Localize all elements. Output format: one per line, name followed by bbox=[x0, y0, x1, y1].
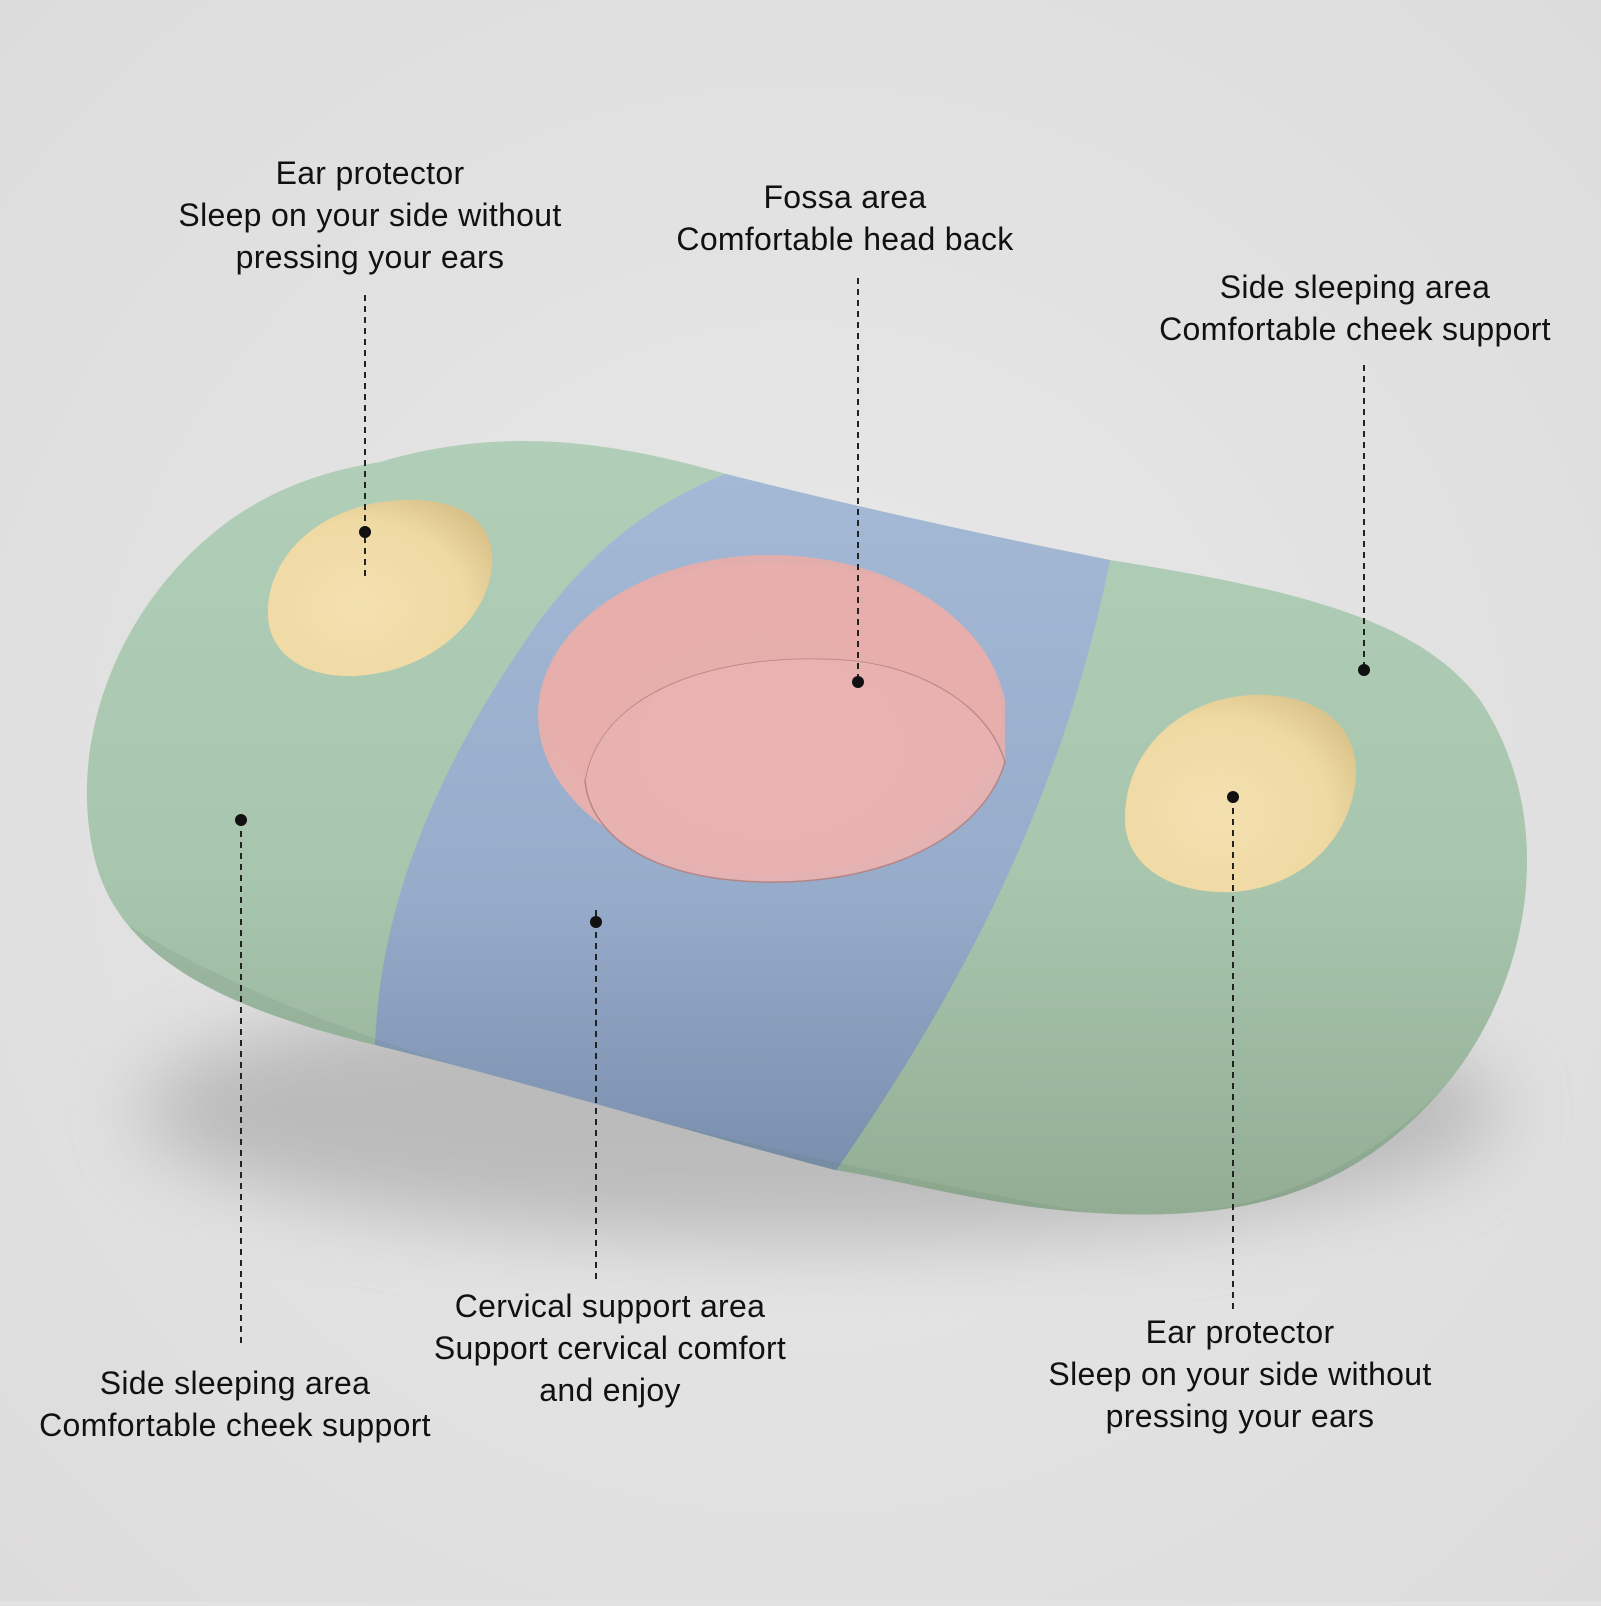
callout-line: Comfortable cheek support bbox=[39, 1407, 431, 1443]
callout-line: pressing your ears bbox=[1105, 1398, 1375, 1434]
ear-protector-left bbox=[267, 500, 493, 677]
callout-dots bbox=[235, 526, 1370, 928]
callout-title: Ear protector bbox=[1145, 1314, 1335, 1350]
callout-line: Comfortable head back bbox=[676, 221, 1014, 257]
leader-lines bbox=[240, 278, 1365, 1345]
callout-title: Side sleeping area bbox=[1219, 269, 1491, 305]
callout-line: Sleep on your side without bbox=[1048, 1356, 1432, 1392]
callout-title: Ear protector bbox=[275, 155, 465, 191]
callout-side-sleeping-right: Side sleeping area Comfortable cheek sup… bbox=[1120, 266, 1590, 350]
callout-title: Side sleeping area bbox=[99, 1365, 371, 1401]
callout-ear-protector-right: Ear protector Sleep on your side without… bbox=[1020, 1311, 1460, 1437]
fossa-zone bbox=[538, 555, 1006, 883]
callout-side-sleeping-left: Side sleeping area Comfortable cheek sup… bbox=[10, 1362, 460, 1446]
callout-line: and enjoy bbox=[539, 1372, 681, 1408]
dot-side-right bbox=[1358, 664, 1370, 676]
callout-line: Sleep on your side without bbox=[178, 197, 562, 233]
dot-ear-right bbox=[1227, 791, 1239, 803]
callout-ear-protector-left: Ear protector Sleep on your side without… bbox=[150, 152, 590, 278]
callout-cervical-support: Cervical support area Support cervical c… bbox=[400, 1285, 820, 1411]
callout-title: Fossa area bbox=[763, 179, 927, 215]
callout-line: pressing your ears bbox=[235, 239, 505, 275]
callout-line: Comfortable cheek support bbox=[1159, 311, 1551, 347]
callout-fossa-area: Fossa area Comfortable head back bbox=[640, 176, 1050, 260]
dot-fossa bbox=[852, 676, 864, 688]
dot-cervical bbox=[590, 916, 602, 928]
ear-protector-right bbox=[1124, 694, 1357, 893]
dot-side-left bbox=[235, 814, 247, 826]
callout-line: Support cervical comfort bbox=[433, 1330, 787, 1366]
dot-ear-left bbox=[359, 526, 371, 538]
callout-title: Cervical support area bbox=[454, 1288, 766, 1324]
